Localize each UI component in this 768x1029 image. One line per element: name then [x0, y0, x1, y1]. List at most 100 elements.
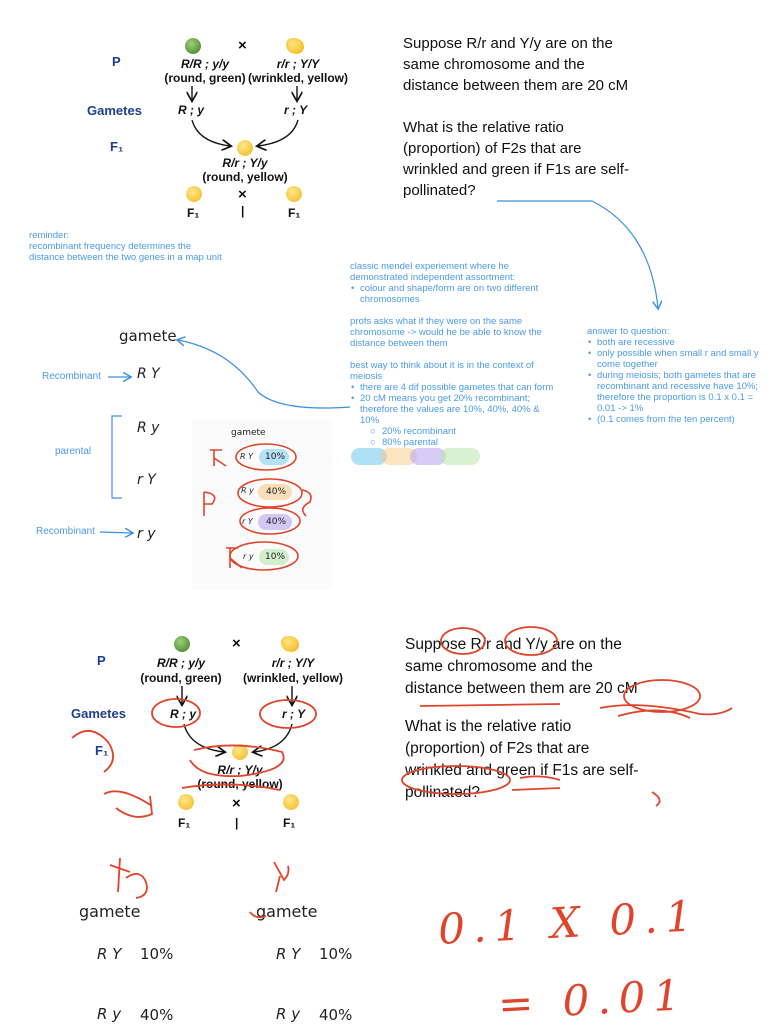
- parent2-genotype: r/r ; Y/Y: [276, 57, 320, 71]
- handwritten-calc: 0.1 X 0.1: [436, 891, 702, 954]
- mini-row-gamete: r y: [243, 552, 254, 561]
- parent1-phenotype: (round, green): [140, 671, 222, 685]
- classic-note: classic mendel experiement where he demo…: [350, 261, 555, 448]
- note-bullet: 20 cM means you get 20% recombinant; the…: [351, 393, 555, 426]
- lower-left-gamete: R y: [97, 1005, 122, 1023]
- p-label: P: [97, 653, 106, 668]
- question-line: What is the relative ratio: [403, 119, 564, 136]
- note-bullet: there are 4 dif possible gametes that ca…: [351, 382, 555, 393]
- f1-label: F₁: [110, 139, 124, 154]
- highlight-40pct-orange: [381, 448, 417, 465]
- gamete-header-right: gamete: [256, 902, 318, 921]
- gamete1: R ; y: [170, 707, 197, 721]
- question-line: wrinkled and green if F1s are self-: [405, 762, 639, 779]
- answer-note: answer to question: both are recessive o…: [587, 326, 767, 425]
- question-line: wrinkled and green if F1s are self-: [403, 161, 629, 178]
- gamete2: r ; Y: [282, 707, 306, 721]
- question-line: (proportion) of F2s that are: [405, 740, 590, 757]
- gamete-header: gamete: [119, 327, 177, 345]
- f1-phenotype: (round, yellow): [202, 170, 288, 184]
- question-line: distance between them are 20 cM: [405, 680, 638, 697]
- lower-left-gamete: R Y: [97, 945, 122, 963]
- f1-label: F₁: [95, 743, 109, 758]
- f1-left: F₁: [187, 206, 200, 220]
- question-line: Suppose R/r and Y/y are on the: [403, 35, 613, 52]
- gamete-header-left: gamete: [79, 902, 141, 921]
- self-bar: |: [241, 204, 245, 218]
- yellow-pea-icon-left: [186, 186, 202, 202]
- answer-bullet: during meiosis; both gametes that are re…: [588, 370, 767, 414]
- highlight-40pct-purple: [410, 448, 446, 465]
- mini-gamete-image: [192, 420, 332, 590]
- mini-row-gamete: r Y: [242, 517, 253, 526]
- self-bar: |: [235, 816, 239, 830]
- answer-bullet: both are recessive: [588, 337, 767, 348]
- green-pea-icon: [174, 636, 190, 652]
- gamete1: R ; y: [178, 103, 205, 117]
- cross-symbol: ×: [238, 37, 247, 54]
- note-subbullet: 80% parental: [360, 437, 555, 448]
- note-paragraph: best way to think about it is in the con…: [350, 360, 534, 382]
- yellow-pea-icon-right: [286, 186, 302, 202]
- f1-right: F₁: [283, 816, 296, 830]
- lower-right-gamete: R y: [276, 1005, 301, 1023]
- mini-row-value: 10%: [265, 452, 286, 462]
- mini-gamete-header: gamete: [231, 428, 266, 438]
- lower-left-value: 10%: [140, 945, 174, 963]
- parent1-genotype: R/R ; y/y: [156, 656, 205, 670]
- question-line: What is the relative ratio: [405, 718, 572, 735]
- reminder-note: reminder: recombinant frequency determin…: [29, 230, 229, 263]
- lower-right-gamete: R Y: [276, 945, 301, 963]
- f1-right: F₁: [288, 206, 301, 220]
- recombinant-label-top: Recombinant: [42, 371, 101, 382]
- yellow-pea-icon: [237, 140, 253, 156]
- gametes-label: Gametes: [71, 706, 126, 721]
- question-line: Suppose R/r and Y/y are on the: [405, 636, 622, 653]
- parent1-phenotype: (round, green): [164, 71, 246, 85]
- cross-symbol: ×: [232, 635, 241, 652]
- gamete-row: R y: [137, 420, 160, 436]
- answer-title: answer to question:: [587, 326, 670, 337]
- answer-bullet: only possible when small r and small y c…: [588, 348, 767, 370]
- highlight-10pct-blue: [351, 448, 387, 465]
- cross-symbol-f1: ×: [238, 186, 247, 203]
- arrow-recombinant-bottom: [99, 532, 132, 533]
- yellow-pea-icon-right: [283, 794, 299, 810]
- question-line: pollinated?: [403, 182, 476, 199]
- note-subbullet: 20% recombinant: [360, 426, 555, 437]
- lower-right-value: 40%: [319, 1006, 353, 1024]
- question-text-top: Suppose R/r and Y/y are on the same chro…: [403, 33, 723, 201]
- mini-row-gamete: R y: [241, 486, 254, 495]
- lower-left-value: 40%: [140, 1006, 174, 1024]
- mini-row-value: 40%: [266, 517, 287, 527]
- question-text-lower: Suppose R/r and Y/y are on the same chro…: [405, 634, 725, 804]
- yellow-pea-icon: [232, 744, 248, 760]
- gamete-row: r Y: [137, 472, 156, 488]
- handwritten-result: = 0.01: [496, 970, 690, 1029]
- question-line: pollinated?: [405, 784, 480, 801]
- f1-phenotype: (round, yellow): [197, 777, 283, 791]
- parental-label: parental: [55, 446, 92, 457]
- p-label: P: [112, 54, 121, 69]
- parental-bracket: [111, 415, 122, 499]
- parent2-phenotype: (wrinkled, yellow): [242, 671, 344, 685]
- f1-left: F₁: [178, 816, 191, 830]
- f1-genotype: R/r ; Y/y: [217, 763, 263, 777]
- parent1-genotype: R/R ; y/y: [180, 57, 229, 71]
- parent2-genotype: r/r ; Y/Y: [271, 656, 315, 670]
- mini-row-value: 40%: [266, 487, 287, 497]
- question-line: same chromosome and the: [405, 658, 593, 675]
- question-line: distance between them are 20 cM: [403, 77, 629, 94]
- reminder-text: recombinant frequency determines the dis…: [29, 241, 222, 263]
- mini-row-gamete: R Y: [240, 452, 253, 461]
- question-line: (proportion) of F2s that are: [403, 140, 582, 157]
- mini-row-value: 10%: [265, 552, 286, 562]
- parent2-phenotype: (wrinkled, yellow): [247, 71, 349, 85]
- gametes-label: Gametes: [87, 103, 142, 118]
- green-pea-icon: [185, 38, 201, 54]
- note-bullet: colour and shape/form are on two differe…: [351, 283, 555, 305]
- wrinkled-pea-icon: [281, 636, 299, 652]
- gamete-row: r y: [137, 526, 156, 542]
- lower-right-value: 10%: [319, 945, 353, 963]
- answer-bullet: (0.1 comes from the ten percent): [588, 414, 767, 425]
